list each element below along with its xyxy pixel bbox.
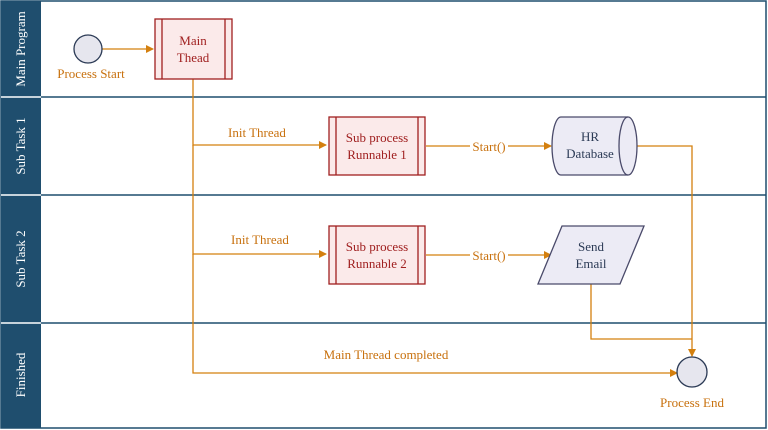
hr-database-line2: Database bbox=[566, 146, 614, 161]
main-thread-line2: Thead bbox=[177, 50, 210, 65]
edge-label-init-thread-2: Init Thread bbox=[231, 232, 289, 247]
process-end-label: Process End bbox=[660, 395, 724, 410]
hr-database-node: HR Database bbox=[551, 116, 638, 176]
sub-process-2-line1: Sub process bbox=[346, 239, 408, 254]
edge-email-to-end bbox=[590, 284, 692, 340]
lane-label-sub-task-1: Sub Task 1 bbox=[13, 117, 28, 174]
lane-label-main-program: Main Program bbox=[13, 11, 28, 86]
sub-process-2-line2: Runnable 2 bbox=[347, 256, 407, 271]
lane-main-program: Main Program bbox=[1, 1, 41, 97]
edge-database-to-end bbox=[637, 145, 696, 357]
send-email-line1: Send bbox=[578, 239, 605, 254]
sub-process-1-line2: Runnable 1 bbox=[347, 147, 407, 162]
main-thread-line1: Main bbox=[179, 33, 207, 48]
sub-process-2-node: Sub process Runnable 2 bbox=[328, 225, 426, 285]
lane-finished: Finished bbox=[1, 323, 41, 428]
send-email-line2: Email bbox=[575, 256, 606, 271]
hr-database-line1: HR bbox=[581, 129, 599, 144]
lane-label-finished: Finished bbox=[13, 352, 28, 397]
lane-sub-task-2: Sub Task 2 bbox=[1, 195, 41, 323]
sub-process-1-node: Sub process Runnable 1 bbox=[328, 116, 426, 176]
lane-label-sub-task-2: Sub Task 2 bbox=[13, 230, 28, 287]
main-thread-node: Main Thead bbox=[154, 18, 233, 80]
edge-main-thread-completed bbox=[192, 254, 678, 377]
send-email-node: Send Email bbox=[537, 225, 645, 285]
process-end-node: Process End bbox=[660, 356, 724, 410]
process-start-label: Process Start bbox=[57, 66, 125, 81]
edge-label-start-1: Start() bbox=[472, 139, 505, 154]
edge-label-init-thread-1: Init Thread bbox=[228, 125, 286, 140]
edge-label-start-2: Start() bbox=[472, 248, 505, 263]
edge-label-main-thread-completed: Main Thread completed bbox=[324, 347, 449, 362]
sub-process-1-line1: Sub process bbox=[346, 130, 408, 145]
lane-sub-task-1: Sub Task 1 bbox=[1, 97, 41, 195]
process-start-node: Process Start bbox=[57, 34, 125, 81]
